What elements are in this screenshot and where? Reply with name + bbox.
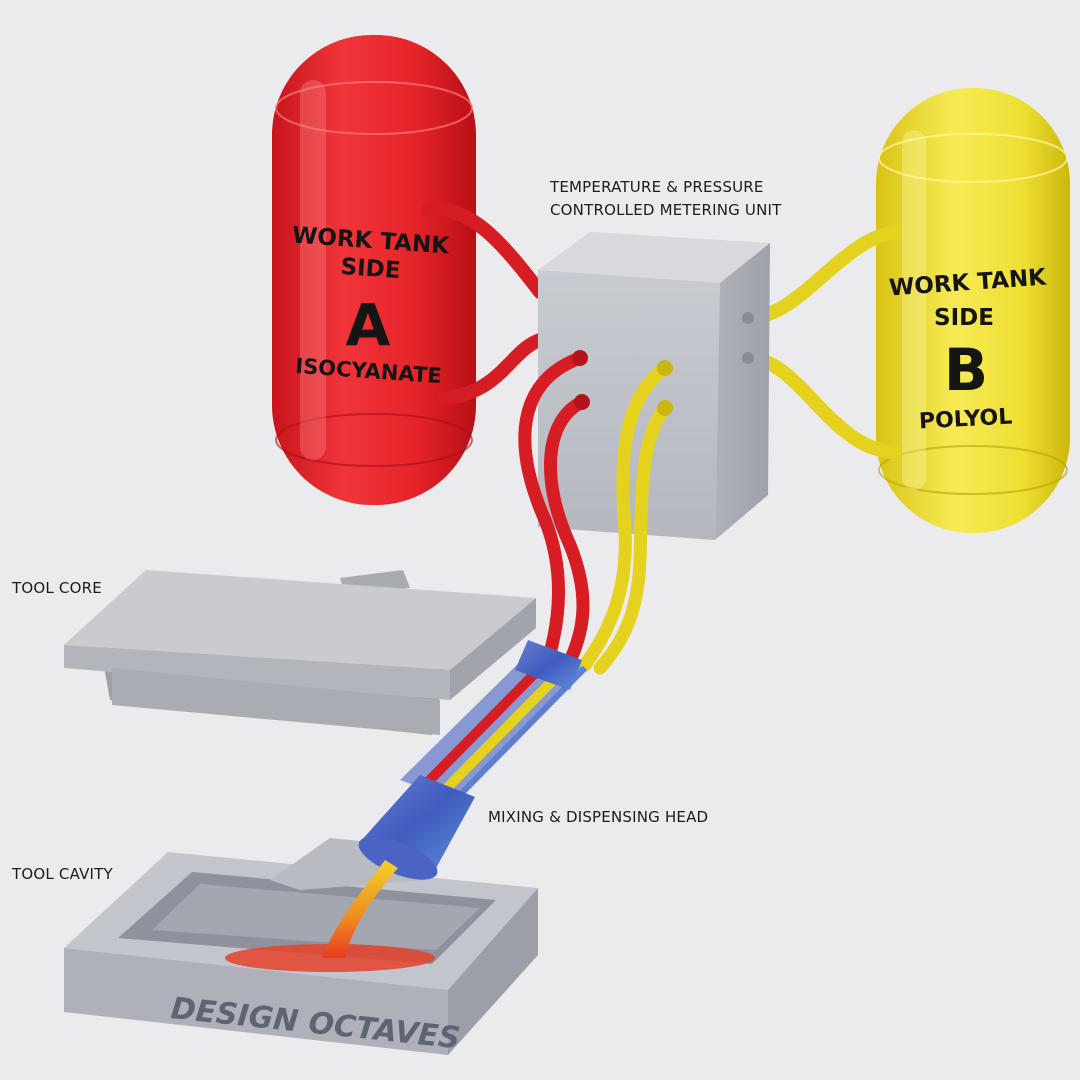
tool-cavity: DESIGN OCTAVES bbox=[64, 838, 538, 1056]
tank-a: WORK TANK SIDE A ISOCYANATE bbox=[272, 35, 476, 505]
tank-b-chemical: POLYOL bbox=[918, 405, 1012, 435]
feed-hoses bbox=[518, 350, 673, 675]
tank-b-line2: SIDE bbox=[934, 305, 994, 331]
tank-b-letter: B bbox=[944, 336, 988, 404]
svg-text:SIDE: SIDE bbox=[340, 254, 402, 284]
mixing-head-label: MIXING & DISPENSING HEAD bbox=[488, 808, 709, 826]
resin-stream bbox=[322, 860, 398, 958]
tool-core-label: TOOL CORE bbox=[12, 579, 102, 597]
metering-unit-label: TEMPERATURE & PRESSURE CONTROLLED METERI… bbox=[550, 176, 782, 222]
tool-core bbox=[64, 570, 536, 735]
svg-text:A: A bbox=[346, 291, 391, 359]
svg-text:SIDE: SIDE bbox=[934, 305, 994, 331]
tool-cavity-label: TOOL CAVITY bbox=[12, 865, 113, 883]
metering-unit-label-line1: TEMPERATURE & PRESSURE bbox=[550, 178, 764, 196]
metering-unit-label-line2: CONTROLLED METERING UNIT bbox=[550, 201, 782, 219]
svg-text:POLYOL: POLYOL bbox=[918, 405, 1012, 435]
tank-a-letter: A bbox=[346, 291, 391, 359]
tank-a-line2: SIDE bbox=[340, 254, 402, 284]
tank-b: WORK TANK SIDE B POLYOL bbox=[876, 88, 1070, 533]
mixing-head bbox=[322, 640, 588, 958]
svg-text:B: B bbox=[944, 336, 988, 404]
